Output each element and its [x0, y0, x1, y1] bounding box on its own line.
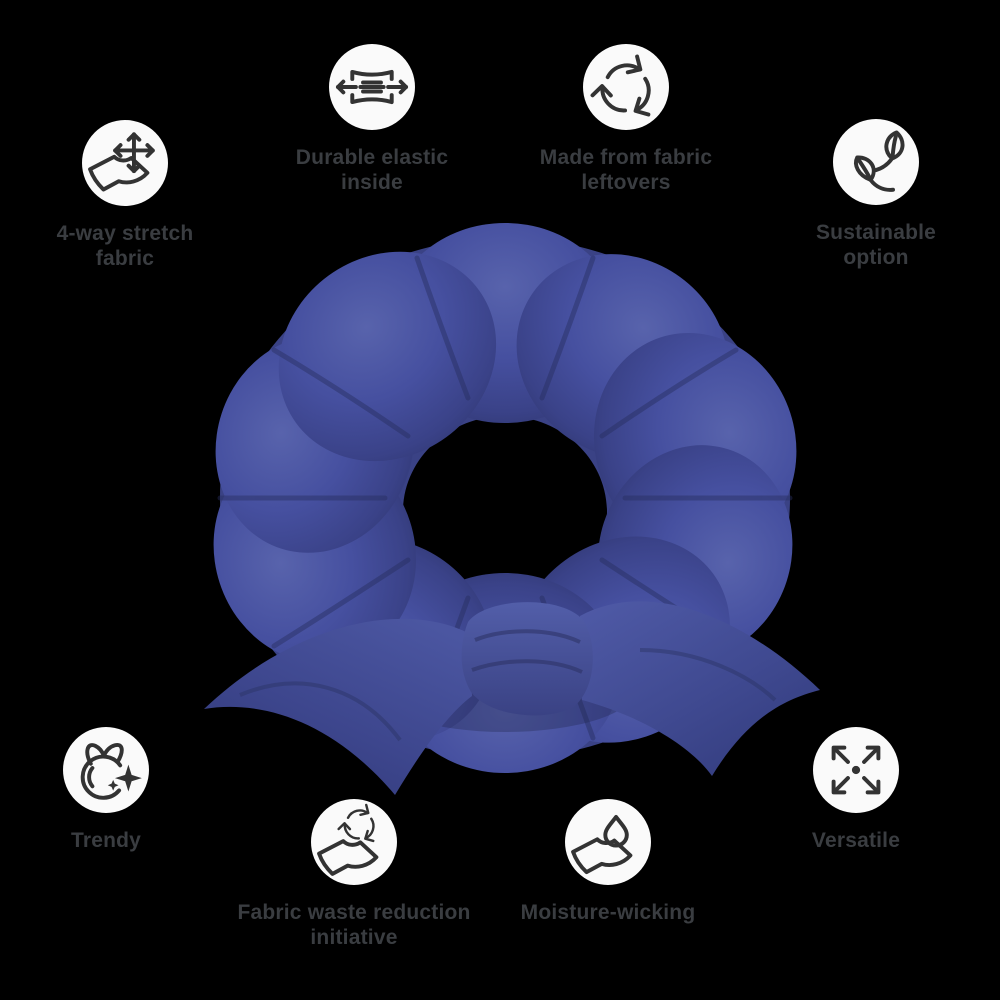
feature-trendy: Trendy — [0, 727, 236, 853]
elastic-band-icon — [335, 69, 409, 105]
feature-label: Trendy — [71, 828, 141, 853]
feature-label: Versatile — [812, 828, 900, 853]
feature-label-line: 4-way stretch — [56, 222, 194, 245]
expand-arrows-icon — [831, 745, 881, 795]
feature-label: Moisture-wicking — [521, 900, 696, 925]
feature-sustainable: Sustainable option — [746, 119, 1000, 270]
feature-label-line: initiative — [310, 926, 398, 949]
feature-label-line: Trendy — [70, 829, 142, 852]
fabric-recycle-icon — [317, 803, 379, 876]
moisture-icon-circle — [565, 799, 651, 885]
bow-knot — [461, 602, 593, 716]
feature-label: Made from fabric leftovers — [540, 145, 712, 195]
feature-label: Durable elastic inside — [296, 145, 448, 195]
feature-label-line: Made from fabric — [539, 146, 713, 169]
feature-fabric-leftovers: Made from fabric leftovers — [496, 44, 756, 195]
feature-label-line: option — [843, 246, 909, 269]
waste-icon-circle — [311, 799, 397, 885]
elastic-icon-circle — [329, 44, 415, 130]
feature-label: 4-way stretch fabric — [57, 221, 194, 271]
versatile-icon-circle — [813, 727, 899, 813]
feature-label-line: Sustainable — [815, 221, 937, 244]
feature-label-line: Versatile — [811, 829, 901, 852]
sustainable-icon-circle — [833, 119, 919, 205]
stretch-icon-circle — [82, 120, 168, 206]
feature-label-line: leftovers — [581, 171, 671, 194]
feature-label-line: fabric — [95, 247, 155, 270]
feature-four-way-stretch: 4-way stretch fabric — [0, 120, 255, 271]
bow-right-tail — [580, 601, 820, 776]
feature-label-line: Moisture-wicking — [520, 901, 696, 924]
feature-label-line: Durable elastic — [295, 146, 449, 169]
feature-waste-reduction: Fabric waste reduction initiative — [224, 799, 484, 950]
bow-left-tail — [204, 618, 472, 795]
stretch-arrows-fabric-icon — [88, 132, 155, 192]
leftovers-icon-circle — [583, 44, 669, 130]
fabric-droplet-icon — [571, 814, 633, 875]
feature-versatile: Versatile — [726, 727, 986, 853]
feature-durable-elastic: Durable elastic inside — [242, 44, 502, 195]
leaves-icon — [854, 130, 905, 192]
scrunchie-sparkle-icon — [80, 742, 142, 800]
feature-label: Sustainable option — [816, 220, 936, 270]
feature-label-line: Fabric waste reduction — [237, 901, 471, 924]
recycle-arrows-icon — [590, 54, 651, 117]
feature-label-line: inside — [341, 171, 403, 194]
feature-moisture-wicking: Moisture-wicking — [478, 799, 738, 925]
trendy-icon-circle — [63, 727, 149, 813]
feature-label: Fabric waste reduction initiative — [237, 900, 470, 950]
